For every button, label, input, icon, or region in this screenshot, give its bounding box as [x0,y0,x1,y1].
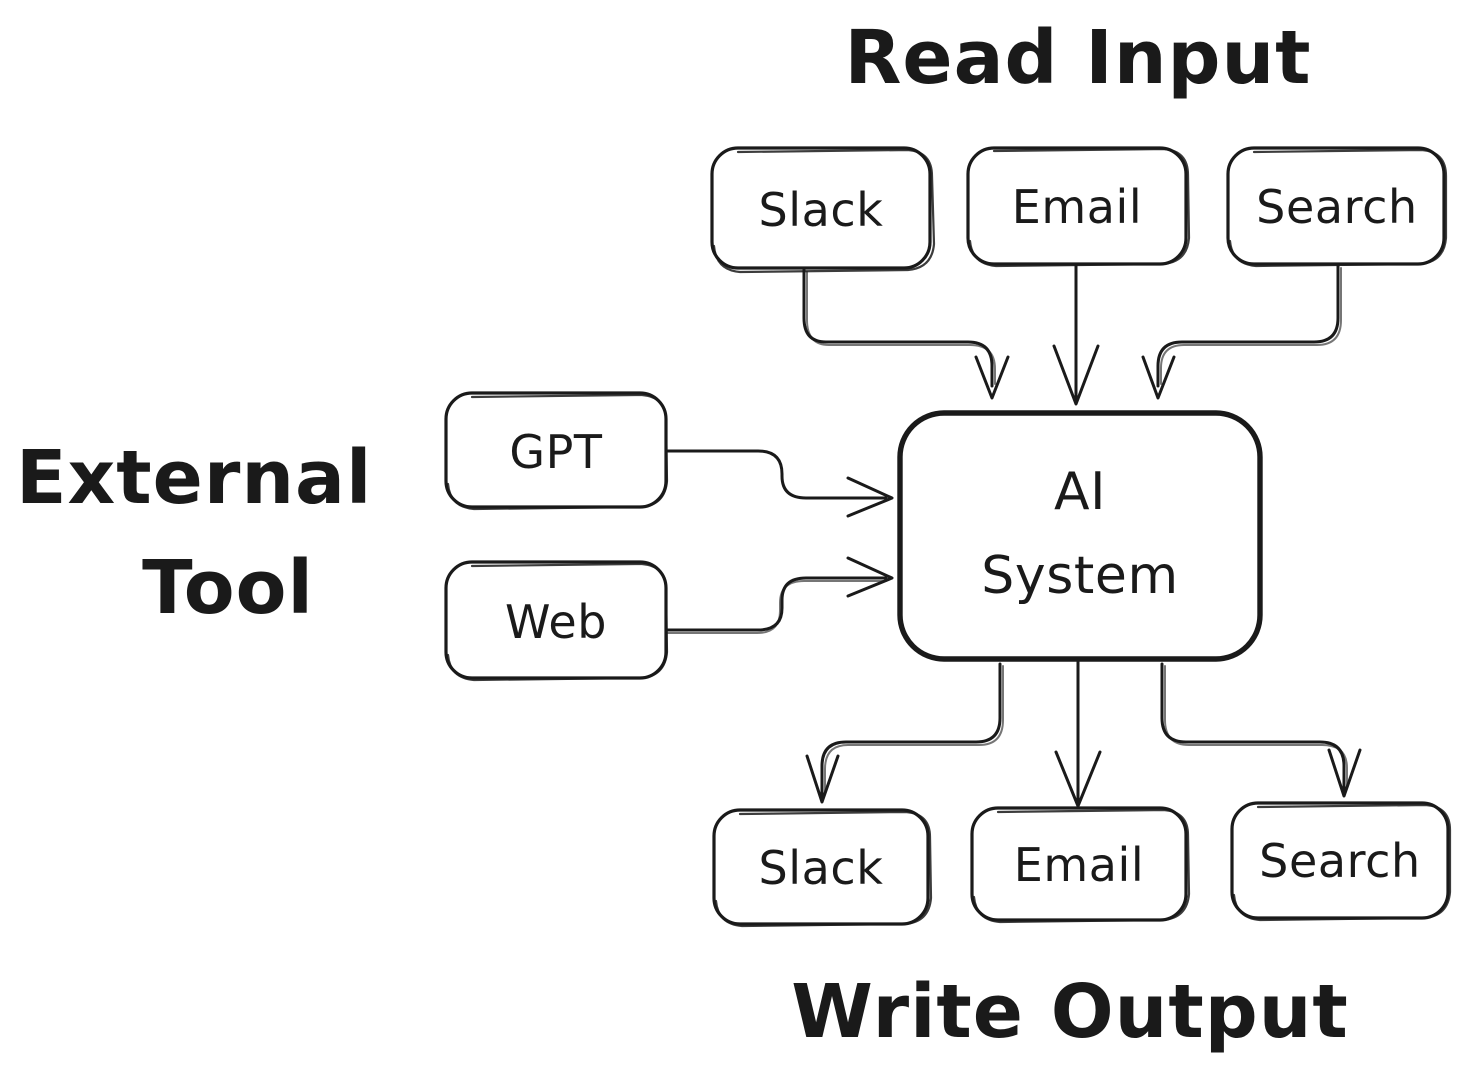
node-output-email[interactable]: Email [970,806,1191,924]
group-label-write-output: Write Output [791,969,1349,1055]
edge-core-to-output-email [1054,660,1102,808]
node-input-slack-label: Slack [758,183,883,237]
node-output-search-label: Search [1259,834,1421,888]
node-output-email-label: Email [1014,838,1145,892]
node-output-slack-label: Slack [758,841,883,895]
edge-input-slack-to-core [802,268,1010,400]
edge-core-to-output-slack [805,662,1004,804]
node-output-search[interactable]: Search [1230,801,1452,922]
node-ai-system[interactable]: AI System [897,410,1263,662]
group-label-external-tool-line2: Tool [142,545,314,631]
node-input-search-label: Search [1256,180,1418,234]
node-output-slack[interactable]: Slack [712,808,933,928]
node-input-search[interactable]: Search [1226,146,1448,268]
edge-tool-web-to-core [666,556,894,634]
edge-tool-gpt-to-core [666,449,894,518]
node-input-slack[interactable]: Slack [710,146,936,274]
node-tool-web-label: Web [505,595,607,649]
node-ai-system-label-line2: System [981,546,1179,606]
node-input-email-label: Email [1012,180,1143,234]
edge-core-to-output-search [1160,662,1362,798]
node-tool-gpt[interactable]: GPT [444,391,669,511]
group-label-read-input: Read Input [844,15,1311,101]
node-tool-web[interactable]: Web [444,560,669,682]
node-tool-gpt-label: GPT [509,425,603,479]
node-input-email[interactable]: Email [966,146,1191,268]
edge-input-email-to-core [1052,262,1100,406]
edge-input-search-to-core [1141,264,1342,400]
node-ai-system-label-line1: AI [1054,462,1106,522]
group-label-external-tool-line1: External [16,435,372,521]
